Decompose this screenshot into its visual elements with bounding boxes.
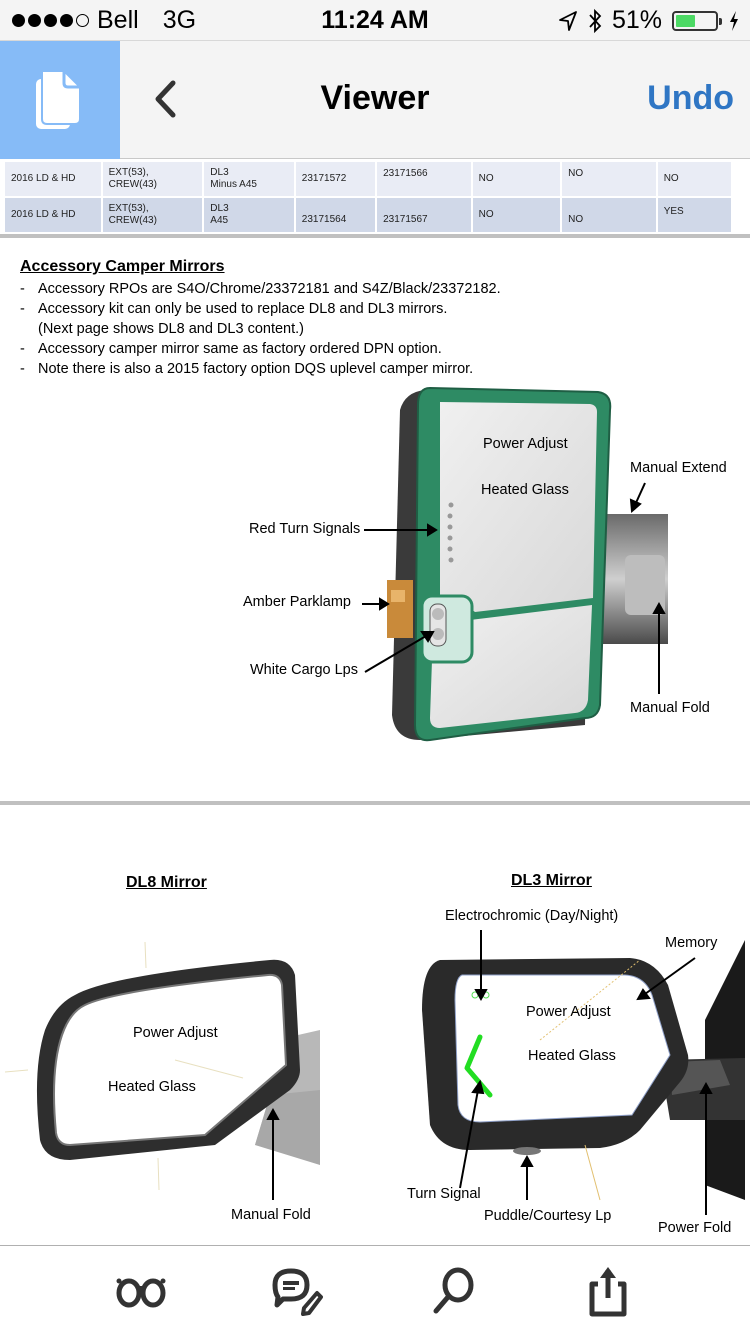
- table-cell: 23171572: [295, 162, 376, 196]
- bluetooth-icon: [589, 8, 602, 33]
- table-cell: NO: [562, 198, 656, 232]
- dl8-label-manual-fold: Manual Fold: [231, 1207, 311, 1223]
- table-cell: 23171567: [377, 198, 471, 232]
- table-cell: YES: [657, 198, 731, 232]
- bullet-item: (Next page shows DL8 and DL3 content.): [38, 321, 304, 337]
- table-cell: 23171566: [377, 162, 471, 196]
- dl3-label-memory: Memory: [665, 935, 718, 951]
- dl3-label-electrochromic: Electrochromic (Day/Night): [445, 908, 619, 924]
- table-cell: EXT(53), CREW(43): [102, 198, 203, 232]
- page-divider: [0, 234, 750, 238]
- label-manual-extend: Manual Extend: [630, 460, 727, 476]
- label-power-adjust: Power Adjust: [483, 436, 568, 452]
- network-type: 3G: [162, 6, 197, 34]
- bullet-item: -Accessory RPOs are S4O/Chrome/23372181 …: [20, 281, 501, 297]
- dl8-label-power-adjust: Power Adjust: [133, 1025, 218, 1041]
- section-title-dl3: DL3 Mirror: [511, 872, 592, 889]
- table-cell: NO: [472, 198, 561, 232]
- back-button[interactable]: [145, 71, 185, 127]
- dl3-label-power-adjust: Power Adjust: [526, 1004, 611, 1020]
- annotate-button[interactable]: [270, 1264, 326, 1320]
- page-divider: [0, 801, 750, 805]
- label-amber-parklamp: Amber Parklamp: [243, 594, 351, 610]
- table-cell: NO: [472, 162, 561, 196]
- label-heated-glass: Heated Glass: [481, 482, 569, 498]
- bullet-item: -Note there is also a 2015 factory optio…: [20, 361, 474, 377]
- nav-bar: Viewer Undo: [0, 40, 750, 159]
- battery-icon: [672, 10, 722, 31]
- label-manual-fold: Manual Fold: [630, 700, 710, 716]
- dl3-label-puddle-lamp: Puddle/Courtesy Lp: [484, 1208, 612, 1224]
- undo-button[interactable]: Undo: [647, 79, 734, 117]
- share-icon: [589, 1267, 627, 1317]
- dl3-label-power-fold: Power Fold: [658, 1220, 732, 1236]
- reading-mode-button[interactable]: [113, 1264, 169, 1320]
- bullet-item: -Accessory kit can only be used to repla…: [20, 301, 448, 317]
- search-icon: [433, 1267, 474, 1314]
- bullet-item: -Accessory camper mirror same as factory…: [20, 341, 442, 357]
- document-stack-icon: [36, 70, 81, 129]
- table-cell: NO: [657, 162, 731, 196]
- bottom-toolbar: [0, 1245, 750, 1334]
- share-button[interactable]: [580, 1264, 636, 1320]
- table-cell: 2016 LD & HD: [5, 198, 101, 232]
- label-white-cargo-lps: White Cargo Lps: [250, 662, 358, 678]
- camper-mirror-illustration: [362, 386, 668, 742]
- camper-bullet-list: -Accessory RPOs are S4O/Chrome/23372181 …: [20, 279, 501, 379]
- search-button[interactable]: [425, 1264, 481, 1320]
- section-title-camper-mirrors: Accessory Camper Mirrors: [20, 258, 225, 275]
- annotate-comment-icon: [272, 1268, 323, 1316]
- table-row: 2016 LD & HD EXT(53), CREW(43) DL3 Minus…: [5, 162, 731, 196]
- document-tile-button[interactable]: [0, 41, 120, 159]
- table-cell: EXT(53), CREW(43): [102, 162, 203, 196]
- table-cell: DL3 Minus A45: [204, 162, 294, 196]
- table-cell: DL3 A45: [204, 198, 294, 232]
- chevron-left-icon: [155, 80, 176, 118]
- carrier-name: Bell: [97, 6, 139, 34]
- page-title: Viewer: [320, 79, 430, 117]
- label-red-turn-signals: Red Turn Signals: [249, 521, 361, 537]
- reading-glasses-icon: [116, 1278, 166, 1308]
- dl3-label-turn-signal: Turn Signal: [407, 1186, 481, 1202]
- battery-percent: 51%: [611, 6, 662, 34]
- document-viewer[interactable]: 2016 LD & HD EXT(53), CREW(43) DL3 Minus…: [0, 159, 750, 1245]
- parts-table: 2016 LD & HD EXT(53), CREW(43) DL3 Minus…: [3, 160, 733, 234]
- charging-bolt-icon: [730, 10, 738, 31]
- dl8-label-heated-glass: Heated Glass: [108, 1079, 196, 1095]
- status-time: 11:24 AM: [321, 6, 429, 34]
- location-arrow-icon: [559, 10, 577, 31]
- table-cell: 2016 LD & HD: [5, 162, 101, 196]
- table-cell: 23171564: [295, 198, 376, 232]
- table-row: 2016 LD & HD EXT(53), CREW(43) DL3 A45 2…: [5, 198, 731, 232]
- status-bar: Bell 3G 11:24 AM 51%: [0, 0, 750, 40]
- dl3-label-heated-glass: Heated Glass: [528, 1048, 616, 1064]
- section-title-dl8: DL8 Mirror: [126, 874, 207, 891]
- table-cell: NO: [562, 162, 656, 196]
- signal-strength-icon: [12, 14, 89, 27]
- dl8-dl3-mirror-illustration: [4, 930, 745, 1215]
